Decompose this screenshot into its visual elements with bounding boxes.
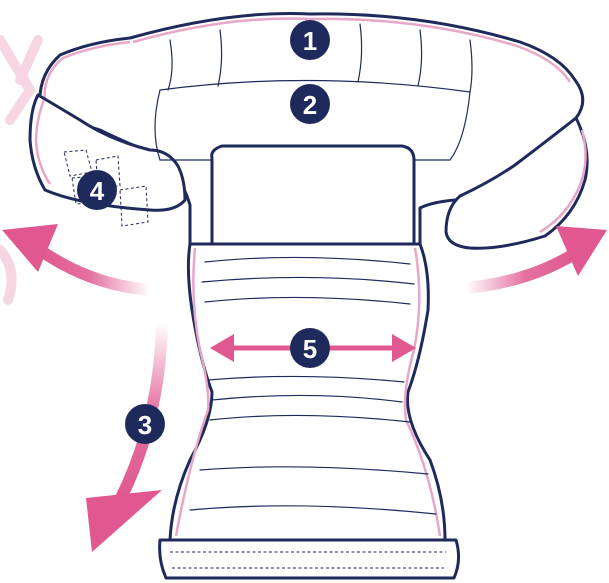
- badge-2: 2: [290, 84, 330, 124]
- badge-1: 1: [290, 20, 330, 60]
- stretch-arrow-right: [460, 226, 607, 294]
- badge-5: 5: [290, 328, 330, 368]
- badge-2-label: 2: [303, 90, 317, 120]
- badge-3-label: 3: [138, 410, 152, 440]
- badge-3: 3: [125, 404, 165, 444]
- stretch-arrow-left: [2, 224, 156, 296]
- badge-4: 4: [77, 170, 117, 210]
- badge-4-label: 4: [90, 176, 105, 206]
- badge-5-label: 5: [303, 334, 317, 364]
- diaper-body: [28, 12, 589, 580]
- badge-1-label: 1: [303, 26, 317, 56]
- background-watermark: [0, 35, 43, 305]
